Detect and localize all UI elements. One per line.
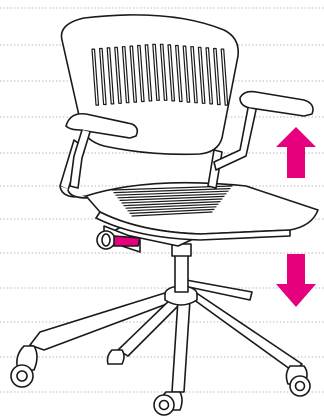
caster-front (153, 391, 183, 416)
backrest-slot (213, 47, 221, 106)
backrest-slot (129, 45, 138, 103)
seat-slot (119, 195, 225, 201)
caster-right (285, 365, 311, 397)
backrest-slot (91, 48, 100, 106)
office-chair (10, 14, 319, 416)
backrest-slot (114, 46, 122, 104)
caster-left (10, 345, 38, 388)
seat-slot (129, 208, 215, 214)
backrest-slot (152, 43, 160, 101)
backrest-slot (159, 43, 168, 101)
seat-slot (115, 190, 229, 196)
backrest-slot (175, 44, 183, 103)
backrest-slot (137, 44, 145, 103)
backrest-slot (121, 46, 130, 104)
left-armrest (65, 112, 139, 189)
seat-slot (113, 188, 231, 194)
height-lever (96, 230, 141, 250)
seat-slot (123, 201, 221, 207)
backrest-slot (106, 47, 115, 105)
backrest-slot (190, 46, 198, 104)
backrest-slot (99, 47, 107, 106)
seat-slot (125, 203, 219, 209)
seat-slot (127, 206, 217, 212)
arrow-up-icon (276, 127, 316, 178)
backrest-slot (197, 46, 206, 104)
gas-column (171, 243, 192, 293)
right-armrest (213, 90, 314, 171)
backrest-vent-slots (91, 43, 229, 106)
chair-base (29, 279, 303, 393)
seat-slot (117, 193, 227, 199)
backrest-slot (144, 44, 153, 102)
arrow-down-icon (276, 254, 316, 307)
backrest-slot (205, 47, 214, 105)
caster-back-left (106, 349, 125, 365)
casters (10, 345, 311, 416)
backrest-slot (220, 48, 229, 106)
seat-slot (121, 198, 223, 204)
seat-slot (131, 211, 213, 217)
backrest-slot (167, 44, 176, 102)
backrest-slot (182, 45, 191, 103)
